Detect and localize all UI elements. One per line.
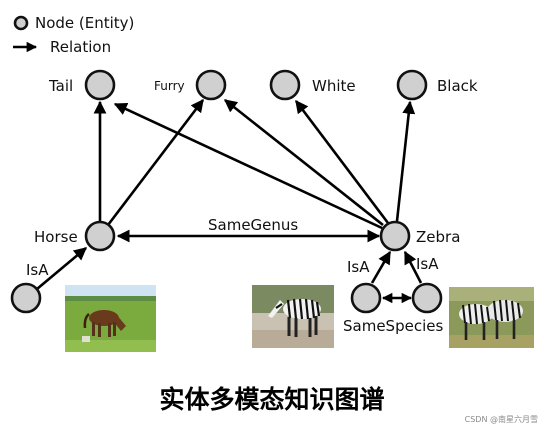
horse-photo [65,285,156,352]
edges [36,98,423,304]
edge-zebra-furry [223,98,384,227]
diagram-title: 实体多模态知识图谱 [159,385,384,414]
label-zebra: Zebra [416,228,460,246]
node-horse-instance [10,282,42,314]
edge-isa-horse [36,247,87,290]
label-isa-horse: IsA [26,261,49,279]
watermark: CSDN @南星六月雪 [465,414,538,424]
legend-node-label: Node (Entity) [35,14,134,32]
label-tail: Tail [48,77,73,95]
edge-isa-zebra-right [403,250,423,284]
node-black [396,69,428,101]
node-tail [84,69,116,101]
label-isa-zebra-left: IsA [347,258,370,276]
label-black: Black [437,77,478,95]
zebra-photo-1 [252,285,334,348]
node-furry [195,69,227,101]
edge-isa-zebra-left [370,250,392,284]
label-samegenus: SameGenus [208,216,298,234]
edge-zebra-tail [113,102,383,230]
node-white [269,69,301,101]
label-white: White [312,77,356,95]
edge-zebra-black [395,100,416,222]
nodes [10,69,443,314]
legend-node-icon [13,15,29,31]
label-horse: Horse [34,228,78,246]
label-furry: Furry [154,79,185,93]
edge-horse-furry [106,98,205,226]
node-zebra-instance-2 [411,282,443,314]
node-zebra-instance-1 [350,282,382,314]
node-horse [84,220,116,252]
label-samespecies: SameSpecies [343,317,443,335]
legend-relation-label: Relation [50,38,111,56]
label-isa-zebra-right: IsA [416,255,439,273]
edge-zebra-white [294,99,390,224]
node-zebra [379,220,411,252]
node-labels: Tail Furry White Black Horse Zebra SameS… [26,77,478,335]
zebra-photo-2 [449,287,534,348]
legend: Node (Entity) Relation [13,14,134,56]
